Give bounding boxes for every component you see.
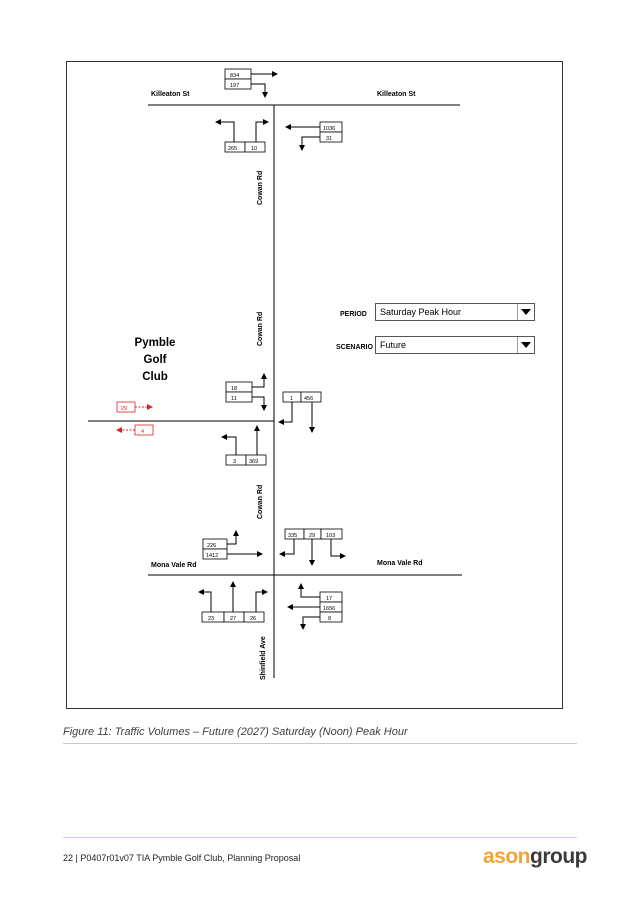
vol-11: 11 (231, 396, 237, 402)
killeaton-south-approach: 265 10 (215, 119, 269, 153)
period-value: Saturday Peak Hour (380, 307, 462, 317)
vol-27: 27 (230, 616, 236, 622)
vol-1036: 1036 (323, 126, 335, 132)
footer-divider (63, 837, 577, 838)
mona-north-approach: 335 29 103 (279, 528, 346, 566)
site-label-line: Club (142, 371, 168, 383)
vol-17: 17 (326, 596, 332, 602)
site-label: Pymble Golf Club (125, 335, 185, 386)
vol-10: 10 (251, 146, 257, 152)
killeaton-label-west: Killeaton St (151, 91, 190, 98)
figure-caption: Figure 11: Traffic Volumes – Future (202… (63, 726, 408, 738)
club-north-volumes: 18 11 (225, 373, 267, 411)
footer-text: 22 | P0407r01v07 TIA Pymble Golf Club, P… (63, 853, 301, 863)
period-select[interactable]: Saturday Peak Hour (375, 303, 535, 321)
club-flows: 29 4 (116, 401, 154, 436)
club-south-approach: 3 369 (221, 425, 267, 466)
club-east-approach: 1 456 (278, 391, 322, 433)
killeaton-north-volumes: 834 197 (224, 68, 278, 98)
vol-26: 26 (250, 616, 256, 622)
killeaton-label-east: Killeaton St (377, 91, 416, 98)
mona-vale-label-east: Mona Vale Rd (377, 560, 423, 567)
company-logo: asongroup (483, 845, 587, 869)
period-label: PERIOD (340, 311, 367, 318)
vol-8: 8 (328, 616, 331, 622)
vol-1656: 1656 (323, 606, 335, 612)
vol-18: 18 (231, 386, 237, 392)
vol-29: 29 (309, 533, 315, 539)
logo-part-b: group (530, 845, 587, 868)
site-label-line: Golf (143, 354, 167, 366)
vol-1: 1 (290, 396, 293, 402)
vol-369: 369 (249, 459, 258, 465)
cowan-label-south: Cowan Rd (257, 485, 264, 519)
vol-1412: 1412 (206, 553, 218, 559)
cowan-label-north: Cowan Rd (257, 171, 264, 205)
vol-4-out: 4 (141, 429, 144, 435)
mona-vale-label-west: Mona Vale Rd (151, 562, 197, 569)
vol-29-in: 29 (121, 406, 127, 412)
vol-23: 23 (208, 616, 214, 622)
vol-456: 456 (304, 396, 313, 402)
vol-335: 335 (288, 533, 297, 539)
vol-3: 3 (233, 459, 236, 465)
cowan-label-mid: Cowan Rd (257, 312, 264, 346)
scenario-label: SCENARIO (336, 344, 373, 351)
chevron-down-icon[interactable] (517, 337, 534, 353)
chevron-down-icon[interactable] (517, 304, 534, 320)
mona-west-approach: 226 1412 (202, 530, 263, 560)
scenario-select[interactable]: Future (375, 336, 535, 354)
site-label-line: Pymble (134, 337, 176, 349)
mona-south-approach: 23 27 26 (198, 581, 268, 623)
vol-31: 31 (326, 136, 332, 142)
logo-part-a: ason (483, 845, 531, 868)
vol-265: 265 (228, 146, 237, 152)
vol-834: 834 (230, 73, 239, 79)
caption-divider (63, 743, 577, 744)
vol-197: 197 (230, 83, 239, 89)
killeaton-east-approach: 1036 31 (285, 121, 343, 151)
scenario-value: Future (380, 340, 407, 350)
mona-east-approach: 17 1656 8 (287, 583, 343, 630)
shinfield-label: Shinfield Ave (260, 636, 267, 680)
vol-226: 226 (207, 543, 216, 549)
diagram-frame (66, 61, 563, 709)
vol-103: 103 (326, 533, 335, 539)
